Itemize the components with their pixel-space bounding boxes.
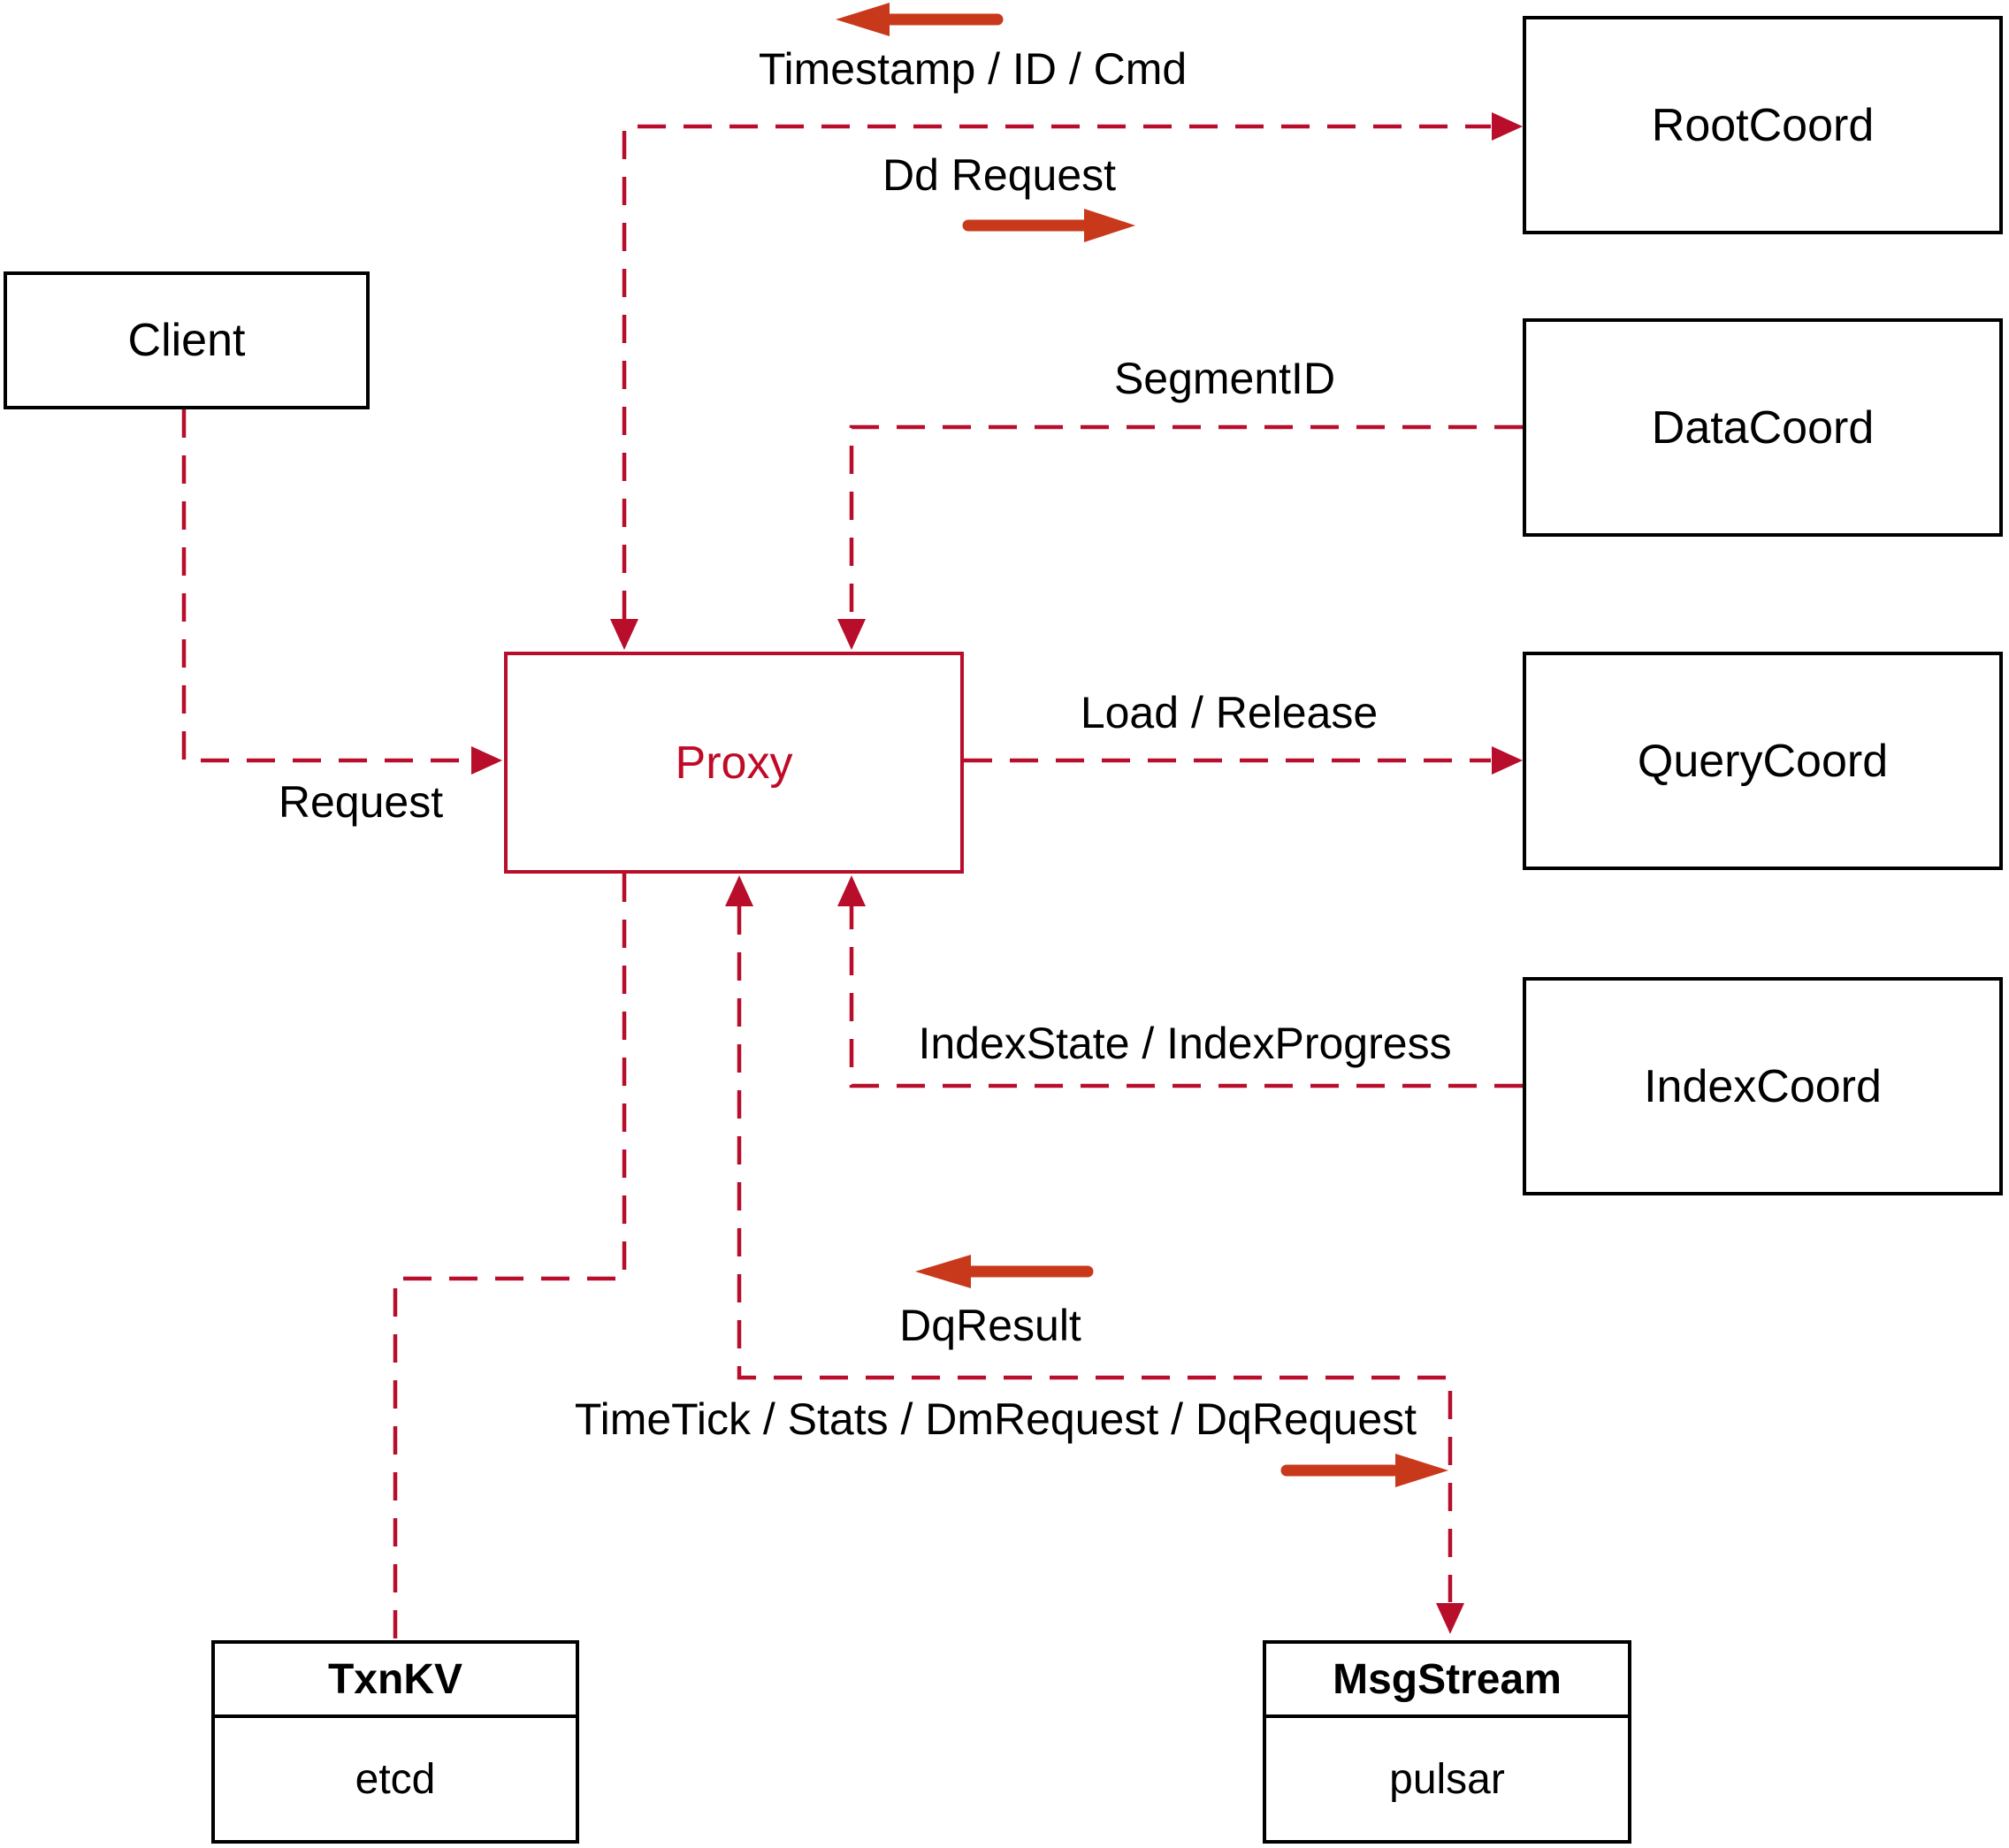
node-proxy-label: Proxy [675, 737, 793, 789]
node-indexcoord-label: IndexCoord [1644, 1060, 1882, 1112]
node-rootcoord: RootCoord [1523, 16, 2003, 234]
edge-proxy-rootcoord [622, 124, 1491, 619]
edge-label-load-release: Load / Release [1080, 688, 1379, 737]
node-txnkv-title: TxnKV [215, 1644, 576, 1718]
node-msgstream: MsgStream pulsar [1263, 1640, 1631, 1844]
node-querycoord: QueryCoord [1523, 652, 2003, 870]
edge-label-request: Request [278, 777, 444, 827]
arrowhead-into-msgstream-icon [1436, 1603, 1464, 1634]
arrowhead-into-proxy-top-left-icon [610, 619, 638, 650]
node-msgstream-subtitle: pulsar [1389, 1755, 1505, 1803]
dd-request-right-arrow-icon [1084, 209, 1135, 242]
node-client: Client [4, 271, 370, 409]
arrowhead-into-proxy-bottom-left-icon [725, 875, 753, 906]
dq-result-left-arrow-icon [915, 1255, 971, 1288]
node-datacoord: DataCoord [1523, 318, 2003, 537]
timestamp-left-arrow-icon [836, 3, 890, 36]
node-msgstream-title: MsgStream [1266, 1644, 1628, 1718]
edge-label-segment-id: SegmentID [1113, 354, 1336, 403]
edge-label-dd-request: Dd Request [882, 150, 1117, 200]
node-txnkv: TxnKV etcd [211, 1640, 579, 1844]
node-rootcoord-label: RootCoord [1651, 99, 1875, 151]
arrowhead-into-proxy-top-right-icon [837, 619, 866, 650]
node-datacoord-label: DataCoord [1651, 401, 1875, 454]
arrowhead-into-querycoord-icon [1492, 746, 1523, 775]
arrowhead-into-proxy-bottom-right-icon [837, 875, 866, 906]
arrowhead-into-proxy-left-icon [471, 746, 502, 775]
edge-label-timestamp-id-cmd: Timestamp / ID / Cmd [758, 44, 1188, 94]
edge-indexcoord-proxy [849, 906, 1523, 1088]
edge-proxy-msgstream [737, 906, 1453, 1602]
node-querycoord-label: QueryCoord [1637, 735, 1889, 787]
node-indexcoord: IndexCoord [1523, 977, 2003, 1195]
arrowhead-into-rootcoord-icon [1492, 112, 1523, 141]
edge-label-dq-result: DqResult [899, 1301, 1081, 1350]
node-proxy: Proxy [504, 652, 964, 874]
edge-label-timetick: TimeTick / Stats / DmRequest / DqRequest [574, 1394, 1417, 1444]
edge-datacoord-proxy [849, 424, 1523, 619]
edge-proxy-txnkv [393, 874, 627, 1640]
node-client-label: Client [127, 315, 246, 366]
edge-client-proxy [181, 409, 471, 763]
edge-label-index-state: IndexState / IndexProgress [918, 1019, 1452, 1068]
node-txnkv-subtitle: etcd [355, 1755, 436, 1803]
timetick-right-arrow-icon [1395, 1454, 1448, 1487]
